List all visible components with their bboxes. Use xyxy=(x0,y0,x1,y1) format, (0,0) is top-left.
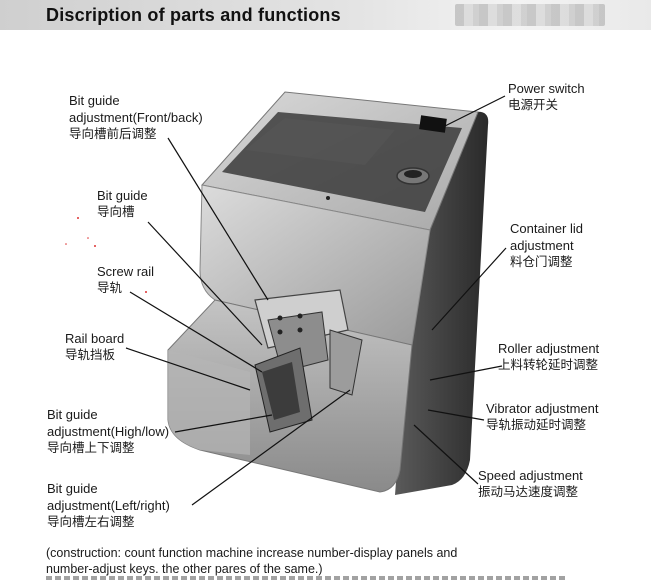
label-screw-rail: Screw rail 导轨 xyxy=(97,264,155,295)
label-rail-board: Rail board 导轨挡板 xyxy=(65,331,125,362)
rail-mechanism xyxy=(254,289,363,433)
label-container-lid: Container lid adjustment 料仓门调整 xyxy=(510,221,583,269)
label-vibrator-adjustment: Vibrator adjustment 导轨振动延时调整 xyxy=(486,401,599,432)
label-bit-guide-left-right: Bit guide adjustment(Left/right) 导向槽左右调整 xyxy=(47,481,170,529)
label-bit-guide-front-back: Bit guide adjustment(Front/back) 导向槽前后调整 xyxy=(69,93,203,141)
label-bit-guide-high-low: Bit guide adjustment(High/low) 导向槽上下调整 xyxy=(47,407,170,455)
speckle-dots xyxy=(65,217,147,293)
page-title: Discription of parts and functions xyxy=(46,5,341,25)
blurred-watermark xyxy=(455,4,605,26)
label-power-switch: Power switch 电源开关 xyxy=(508,81,585,112)
label-bit-guide: Bit guide 导向槽 xyxy=(97,188,148,219)
label-speed-adjustment: Speed adjustment 振动马达速度调整 xyxy=(478,468,583,499)
side-panel xyxy=(395,111,489,495)
cut-off-text-line xyxy=(46,576,566,580)
label-roller-adjustment: Roller adjustment 上料转轮延时调整 xyxy=(498,341,600,372)
construction-footnote: (construction: count function machine in… xyxy=(46,546,458,576)
top-face xyxy=(201,91,479,231)
leader-lines xyxy=(125,95,507,506)
